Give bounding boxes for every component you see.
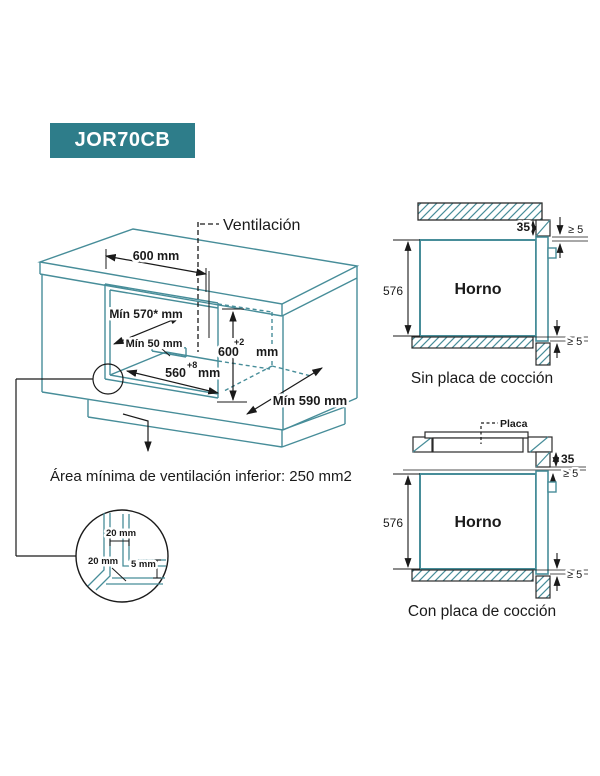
dimension-rear-gap: Mín 50 mm [123, 336, 185, 357]
detail-dim-top: 20 mm [103, 526, 139, 546]
dim-top-width-label: 600 mm [133, 249, 180, 263]
detail-dim-side: 20 mm [86, 554, 127, 582]
model-badge: JOR70CB [50, 123, 195, 158]
niche-rear-step [151, 341, 187, 358]
dim-front-depth-label: Mín 590 mm [273, 393, 347, 408]
ventilation-label: Ventilación [223, 217, 300, 234]
gap-bottom-label: ≥ 5 [567, 336, 582, 348]
niche-floor [109, 351, 219, 376]
hob-top-plate [424, 431, 529, 439]
shelf-cross-section-b [411, 569, 534, 582]
dim-niche-height-value: 600 [218, 345, 239, 359]
model-badge-label: JOR70CB [74, 129, 171, 151]
dimension-counter-offset: 35 [514, 218, 537, 237]
niche-opening-outer [104, 283, 219, 399]
dim-niche-height-tol: +2 [234, 337, 244, 347]
detail-dim-top-label: 20 mm [106, 528, 136, 539]
gap-top-dimension-b: ≥ 5 [403, 466, 586, 487]
detail-dim-shelf: 5 mm [129, 557, 161, 579]
dimension-top-width: 600 mm [104, 247, 208, 292]
oven-body-b [419, 473, 537, 570]
oven-height-label-b: 576 [383, 516, 403, 530]
oven-body [419, 239, 537, 337]
front-panel-below [535, 342, 551, 366]
oven-front-panel-b [535, 470, 549, 575]
detail-leader [15, 363, 124, 557]
countertop-cross-section [417, 202, 543, 221]
section-with-hob: Placa 35 ≥ 5 Horno 576 [380, 418, 588, 620]
dim-niche-width-value: 560 [165, 366, 186, 380]
hob-leader [480, 422, 498, 444]
dim-niche-height-unit: mm [256, 345, 278, 359]
detail-dim-side-label: 20 mm [88, 556, 118, 567]
dim-niche-depth-label: Mín 570* mm [109, 307, 182, 321]
gap-top-dimension: ≥ 5 [552, 217, 588, 258]
section-top-caption: Sin placa de cocción [411, 370, 553, 387]
gap-bottom-label-b: ≥ 5 [567, 569, 582, 581]
dim-niche-width-unit: mm [198, 366, 220, 380]
section-bottom-caption: Con placa de cocción [408, 603, 556, 620]
hob-body [432, 437, 524, 453]
vent-area-leader [122, 413, 152, 453]
gap-top-label-b: ≥ 5 [563, 468, 578, 480]
oven-hinge-knob-b [547, 481, 557, 493]
counter-offset-label-b: 35 [561, 452, 575, 466]
shelf-cross-section [411, 336, 534, 349]
counter-left-piece [412, 436, 433, 453]
dimension-counter-offset-b: 35 [552, 450, 577, 469]
dimension-oven-height: 576 [380, 239, 420, 337]
hob-assembly: Placa [412, 418, 553, 453]
counter-right-piece [527, 436, 553, 453]
gap-bottom-dimension-b: ≥ 5 [533, 553, 588, 591]
ventilation-leader [197, 222, 219, 352]
dimension-niche-height: 600 +2 mm [216, 308, 281, 403]
front-panel-below-b [535, 575, 551, 599]
counter-offset-block [535, 219, 551, 237]
dim-niche-width-tol: +8 [187, 360, 197, 370]
detail-dim-shelf-label: 5 mm [131, 559, 156, 570]
counter-offset-label: 35 [517, 220, 531, 234]
gap-bottom-dimension: ≥ 5 [533, 320, 588, 358]
hob-label: Placa [500, 418, 528, 430]
section-without-hob: 35 ≥ 5 Horno 576 ≥ 5 [380, 202, 588, 387]
oven-front-panel [535, 236, 549, 342]
dimension-niche-width: 560 +8 mm [125, 358, 223, 395]
gap-top-label: ≥ 5 [568, 224, 583, 236]
dim-rear-gap-label: Mín 50 mm [126, 338, 183, 350]
cabinet-plinth [87, 400, 346, 448]
oven-label-b: Horno [454, 514, 501, 531]
dimension-niche-depth: Mín 570* mm [107, 305, 185, 345]
dimension-oven-height-b: 576 [380, 473, 420, 570]
corner-detail-view: 20 mm 20 mm 5 mm [75, 509, 169, 603]
vent-area-note: Área mínima de ventilación inferior: 250… [50, 468, 352, 485]
oven-hinge-knob [547, 247, 557, 259]
oven-height-label: 576 [383, 284, 403, 298]
countertop-edges [39, 262, 358, 317]
oven-label: Horno [454, 281, 501, 298]
counter-offset-block-b [535, 451, 551, 468]
dimension-front-depth: Mín 590 mm [246, 367, 350, 415]
